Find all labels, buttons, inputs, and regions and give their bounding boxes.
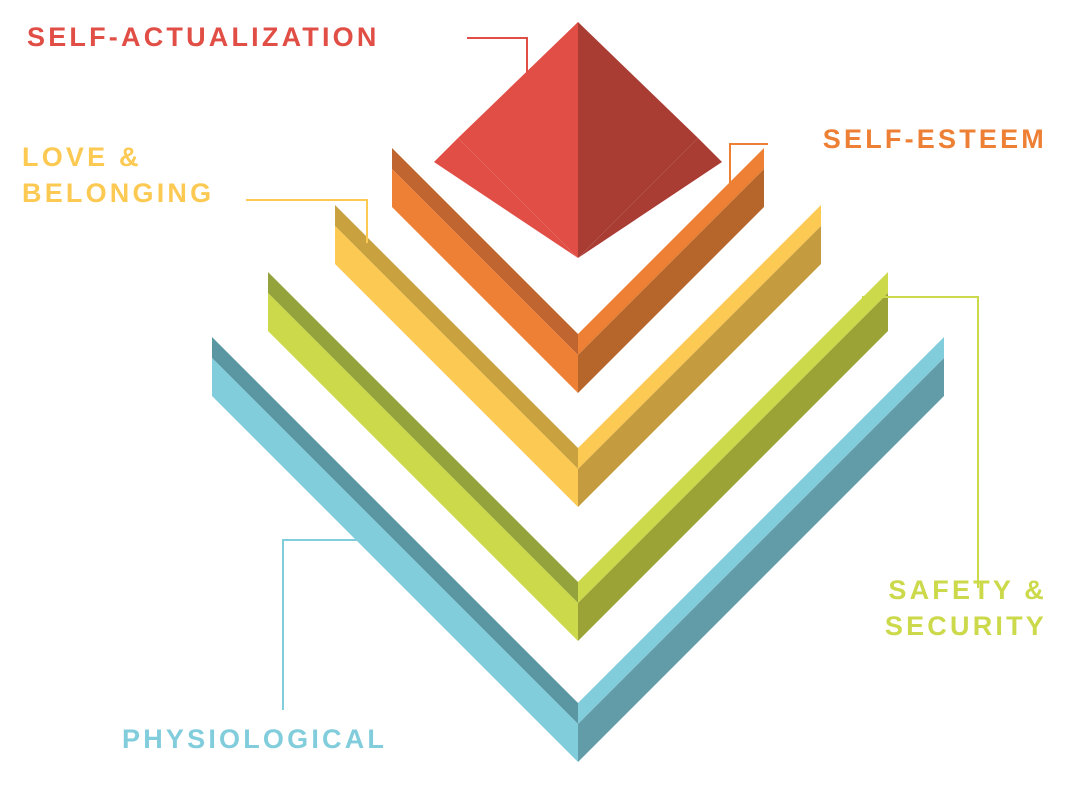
esteem-right-face [578,169,764,393]
safety-left-face [268,293,578,641]
love-left-bevel [335,205,578,469]
connector-physiological [282,539,360,710]
pyramid-level-self-esteem[interactable] [392,148,764,393]
love-right-face [578,226,821,507]
physiological-right-bevel [578,337,944,724]
actualization-right-face [578,22,698,258]
pyramid-level-safety-security[interactable] [268,272,888,641]
connector-self-actualization [467,37,528,83]
physiological-right-face [578,358,944,762]
label-safety-security: SAFETY & SECURITY [884,575,1047,641]
actualization-left-face [458,22,578,258]
physiological-left-face [212,358,578,762]
pyramid-level-self-actualization[interactable] [434,22,722,258]
actualization-right-skirt [578,138,722,258]
actualization-left-skirt [434,138,578,258]
label-self-esteem: SELF-ESTEEM [822,124,1047,154]
connector-love-belonging-line [246,199,368,243]
esteem-left-bevel [392,148,578,355]
love-right-bevel [578,205,821,469]
label-physiological: PHYSIOLOGICAL [122,724,388,754]
connector-safety-security [862,296,979,588]
label-love-belonging: LOVE & BELONGING [22,142,215,208]
esteem-right-bevel [578,148,764,355]
safety-right-face [578,293,888,641]
love-left-face [335,226,578,507]
pyramid-level-love-belonging[interactable] [335,205,821,507]
esteem-left-face [392,169,578,393]
pyramid-level-physiological[interactable] [212,337,944,762]
physiological-left-bevel [212,337,578,724]
connector-self-esteem [729,143,768,190]
label-self-actualization: SELF-ACTUALIZATION [27,22,380,52]
safety-right-bevel [578,272,888,603]
safety-left-bevel [268,272,578,603]
